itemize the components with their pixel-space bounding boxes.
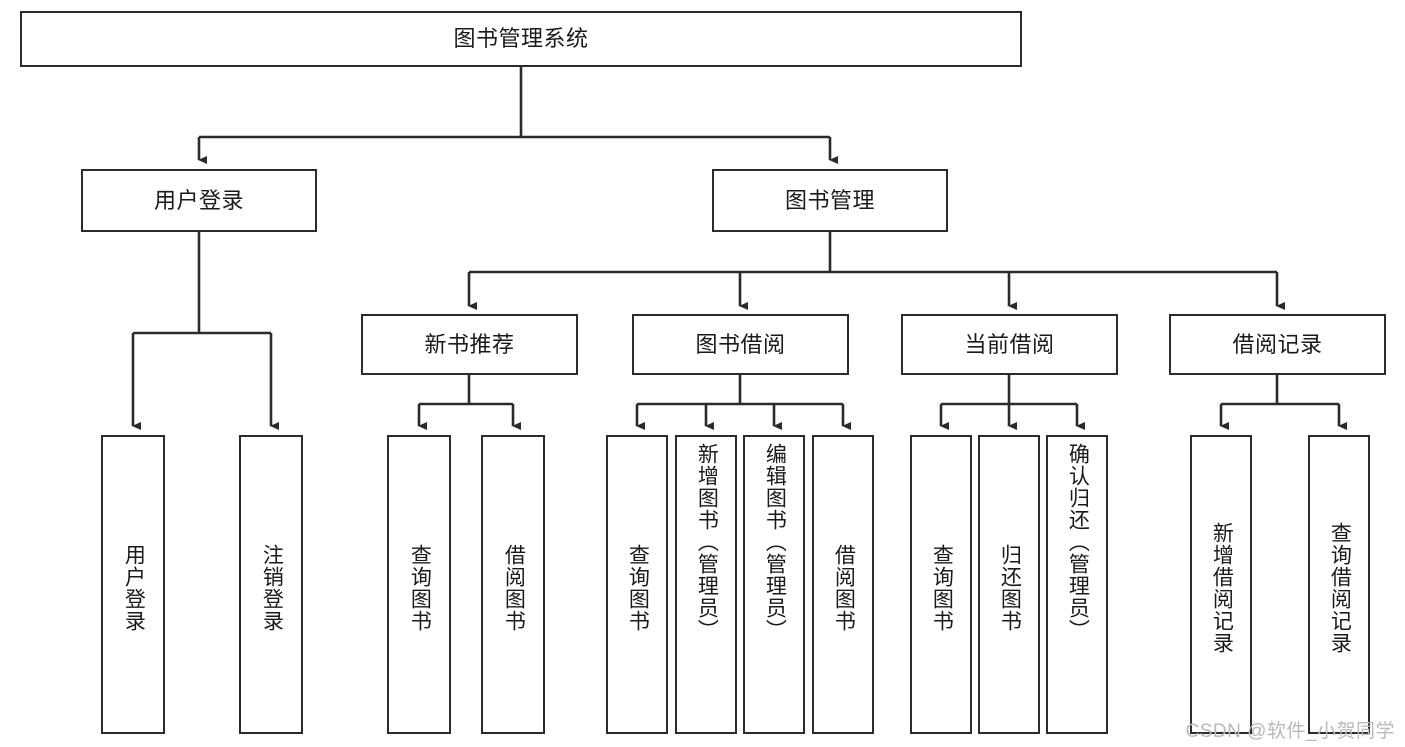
node-label: 查询借阅记录 [1328, 521, 1352, 654]
node-borrow-record[interactable]: 借阅记录 [1169, 314, 1386, 375]
node-current-borrow[interactable]: 当前借阅 [901, 314, 1118, 375]
node-leaf-confirm-return[interactable]: 确认归还（管理员） [1046, 435, 1108, 734]
node-label: 注销登录 [260, 543, 284, 632]
node-label: 查询图书 [930, 543, 954, 632]
node-label: 新增借阅记录 [1210, 521, 1234, 654]
node-leaf-borrow-book-2[interactable]: 借阅图书 [812, 435, 874, 734]
node-label: 确认归还（管理员） [1066, 443, 1090, 641]
node-label: 图书借阅 [695, 331, 786, 357]
node-label: 借阅记录 [1232, 331, 1323, 357]
node-book-borrow[interactable]: 图书借阅 [632, 314, 849, 375]
node-label: 借阅图书 [832, 543, 856, 632]
node-leaf-query-book-3[interactable]: 查询图书 [910, 435, 972, 734]
node-book-management[interactable]: 图书管理 [712, 169, 948, 232]
node-leaf-edit-book[interactable]: 编辑图书（管理员） [743, 435, 805, 734]
node-leaf-logout-login[interactable]: 注销登录 [239, 435, 303, 734]
node-leaf-query-book-1[interactable]: 查询图书 [387, 435, 451, 734]
node-leaf-query-record[interactable]: 查询借阅记录 [1308, 435, 1370, 734]
node-label: 查询图书 [626, 543, 650, 632]
node-label: 新书推荐 [424, 331, 515, 357]
node-leaf-return-book[interactable]: 归还图书 [978, 435, 1040, 734]
node-label: 新增图书（管理员） [695, 443, 719, 641]
node-label: 图书管理 [784, 187, 875, 213]
node-label: 图书管理系统 [453, 26, 589, 52]
node-label: 用户登录 [153, 187, 244, 213]
node-leaf-query-book-2[interactable]: 查询图书 [606, 435, 668, 734]
node-label: 编辑图书（管理员） [763, 443, 787, 641]
node-leaf-add-record[interactable]: 新增借阅记录 [1190, 435, 1252, 734]
node-leaf-borrow-book-1[interactable]: 借阅图书 [481, 435, 545, 734]
node-root-book-management-system[interactable]: 图书管理系统 [20, 11, 1022, 67]
node-label: 当前借阅 [964, 331, 1055, 357]
node-leaf-user-login[interactable]: 用户登录 [101, 435, 165, 734]
node-leaf-add-book[interactable]: 新增图书（管理员） [675, 435, 737, 734]
node-label: 借阅图书 [502, 543, 526, 632]
node-new-book-recommend[interactable]: 新书推荐 [361, 314, 578, 375]
node-label: 用户登录 [122, 543, 146, 632]
node-user-login[interactable]: 用户登录 [81, 169, 317, 232]
node-label: 归还图书 [998, 543, 1022, 632]
node-label: 查询图书 [408, 543, 432, 632]
